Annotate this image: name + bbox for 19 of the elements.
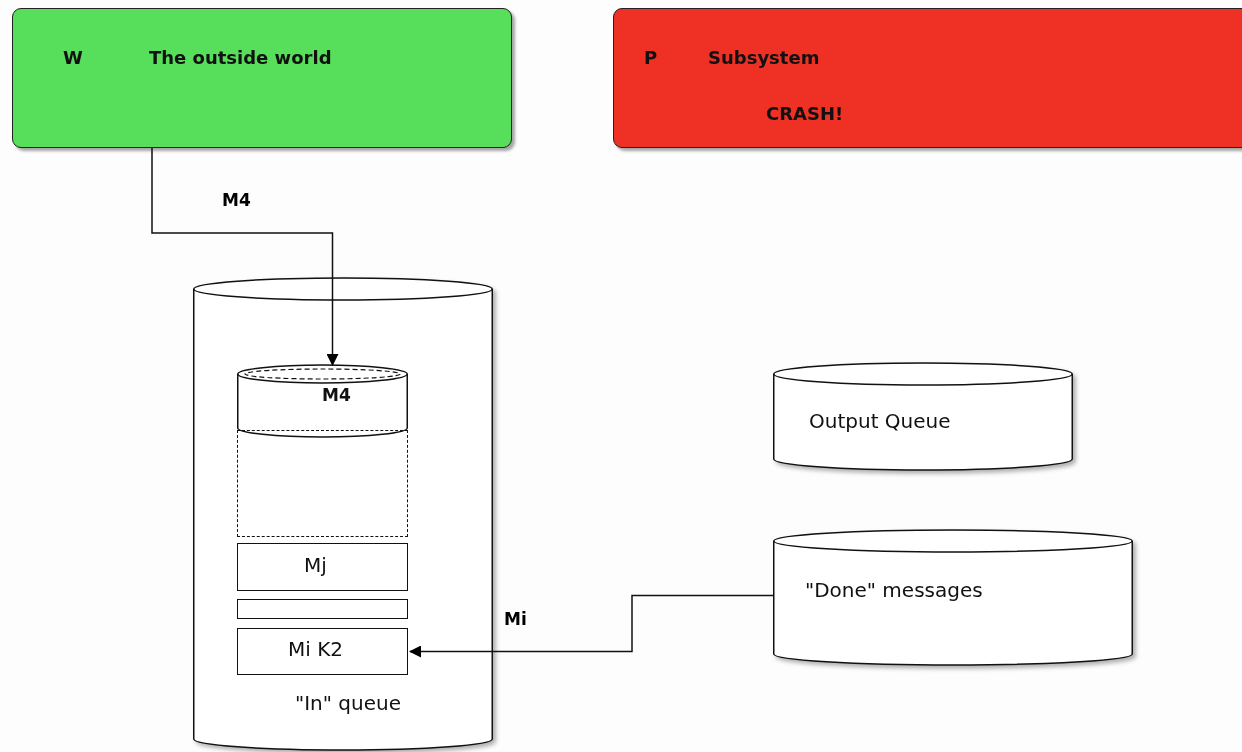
connector-arrow [151,147,339,366]
node-text: "In" queue [295,691,401,715]
node-text: Mj [304,553,327,577]
connector-arrow [409,594,774,658]
node-text: CRASH! [766,103,844,124]
node-text: W [63,47,83,68]
message-slot [237,599,408,619]
world-box [12,8,512,148]
node-text: The outside world [149,47,332,68]
node-text: "Done" messages [805,578,983,602]
node-text: P [644,47,658,68]
empty-slot [237,430,408,537]
message-slot [237,628,408,675]
subsystem-box [613,8,1242,148]
node-text: Subsystem [708,47,820,68]
node-text: Output Queue [809,409,951,433]
node-text: Mi K2 [288,637,343,661]
node-text: M4 [322,385,351,405]
message-slot [237,543,408,591]
